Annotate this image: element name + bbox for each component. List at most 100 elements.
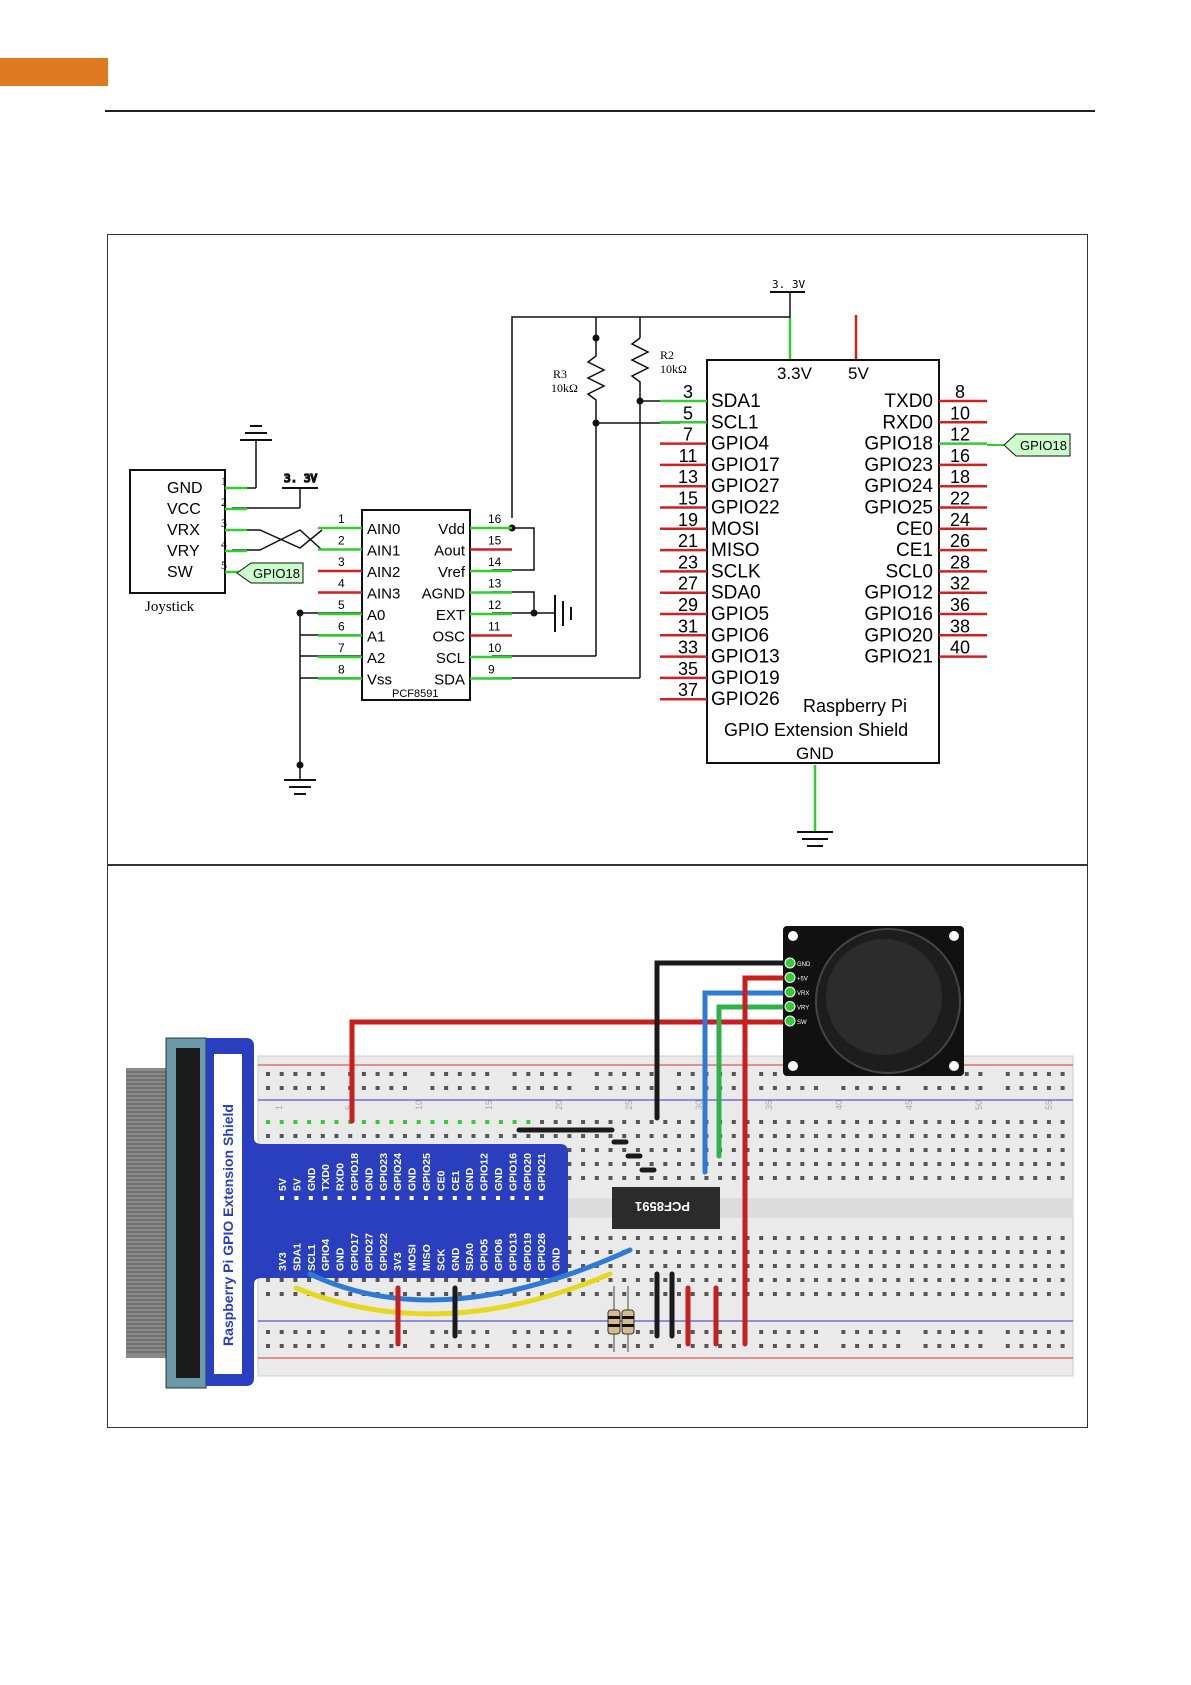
shield-title: Raspberry Pi GPIO Extension Shield: [220, 1104, 236, 1346]
shield-top-pin-hole: [510, 1196, 515, 1200]
breadboard-hole: [649, 1176, 654, 1180]
pcf-right-pin-num: 13: [488, 577, 502, 591]
shield-bottom-pin-label: 3V3: [277, 1252, 289, 1271]
breadboard-hole: [608, 1250, 613, 1254]
breadboard-rail-hole: [772, 1086, 777, 1090]
breadboard-hole: [827, 1162, 832, 1166]
shield-top-pin-hole: [467, 1196, 472, 1200]
shield-bottom-pin-label: GPIO4: [320, 1239, 332, 1271]
breadboard-hole: [581, 1250, 586, 1254]
breadboard-hole: [635, 1148, 640, 1152]
breadboard-rail-hole: [348, 1344, 353, 1348]
pi-title-2: GPIO Extension Shield: [724, 720, 908, 740]
r2-name: R2: [660, 348, 674, 362]
breadboard-hole: [677, 1162, 681, 1166]
breadboard-rail-hole: [882, 1344, 887, 1348]
breadboard-rail-hole: [320, 1330, 325, 1334]
pi-left-pin-num: 29: [678, 595, 698, 615]
breadboard-hole: [882, 1278, 887, 1282]
pi-right-pin-label: GPIO25: [864, 498, 933, 519]
breadboard-hole: [622, 1148, 627, 1152]
pi-gnd-label: GND: [796, 744, 834, 763]
breadboard-hole: [896, 1176, 901, 1180]
breadboard-hole: [553, 1120, 558, 1124]
header-rule: [105, 110, 1095, 112]
breadboard-hole: [992, 1250, 997, 1254]
joystick-module-pin-label: SW: [797, 1020, 807, 1026]
breadboard-rail-hole: [690, 1330, 695, 1334]
breadboard-hole: [951, 1278, 955, 1282]
breadboard-col-number: 50: [974, 1100, 984, 1110]
breadboard-rail-hole: [1005, 1072, 1010, 1076]
breadboard-hole: [608, 1176, 613, 1180]
breadboard-hole: [1005, 1176, 1010, 1180]
breadboard-hole: [786, 1236, 791, 1240]
breadboard-hole: [1033, 1292, 1038, 1296]
shield-bottom-pin-label: SCL1: [306, 1244, 318, 1271]
breadboard-rail-hole: [635, 1344, 640, 1348]
breadboard-hole: [964, 1250, 969, 1254]
breadboard-hole: [389, 1120, 394, 1124]
breadboard-hole: [882, 1134, 887, 1138]
shield-bottom-pin-label: GPIO6: [493, 1239, 505, 1271]
breadboard-rail-hole: [430, 1086, 435, 1090]
breadboard-rail-hole: [375, 1344, 380, 1348]
breadboard-rail-hole: [485, 1344, 490, 1348]
breadboard-hole: [1033, 1278, 1038, 1282]
breadboard-rail-hole: [951, 1330, 955, 1334]
breadboard-hole: [772, 1120, 777, 1124]
breadboard-rail-hole: [361, 1072, 366, 1076]
breadboard-rail-hole: [266, 1344, 270, 1348]
pi-right-pin-num: 28: [950, 552, 970, 572]
breadboard-col-number: 45: [904, 1100, 914, 1110]
breadboard-hole: [1033, 1134, 1038, 1138]
pi-left-pin-label: GPIO4: [711, 434, 770, 455]
breadboard-hole: [896, 1292, 901, 1296]
breadboard-hole: [622, 1264, 627, 1268]
breadboard-hole: [1060, 1162, 1065, 1166]
pi-left-pin-num: 31: [678, 616, 698, 636]
breadboard-rail-hole: [786, 1330, 791, 1334]
breadboard-rail-hole: [677, 1072, 681, 1076]
breadboard-rail-hole: [1046, 1072, 1051, 1076]
breadboard-rail-hole: [759, 1330, 764, 1334]
bb-chip-label: PCF8591: [635, 1199, 690, 1214]
pi-right-pin-label: GPIO20: [864, 625, 933, 646]
breadboard-hole: [677, 1292, 681, 1296]
breadboard-hole: [923, 1176, 928, 1180]
breadboard-hole: [827, 1176, 832, 1180]
breadboard-hole: [731, 1134, 736, 1138]
breadboard-hole: [786, 1134, 791, 1138]
breadboard-hole: [923, 1250, 928, 1254]
breadboard-hole: [526, 1292, 531, 1296]
pi-left-pin-num: 33: [678, 638, 698, 658]
pcf8591-pins: 1AIN02AIN13AIN24AIN35A06A17A28Vss16Vdd15…: [318, 512, 512, 689]
shield-bottom-pin-label: GPIO5: [479, 1239, 491, 1271]
breadboard-hole: [430, 1278, 435, 1282]
breadboard-rail-hole: [677, 1330, 681, 1334]
breadboard-hole: [841, 1292, 846, 1296]
breadboard-rail-hole: [457, 1344, 462, 1348]
breadboard-hole: [937, 1236, 942, 1240]
breadboard-hole: [1019, 1264, 1024, 1268]
breadboard-rail-hole: [1005, 1330, 1010, 1334]
pi-left-pin-label: GPIO5: [711, 604, 769, 625]
breadboard-hole: [430, 1292, 435, 1296]
breadboard-rail-hole: [526, 1086, 531, 1090]
breadboard-rail-hole: [540, 1344, 544, 1348]
breadboard-hole: [663, 1120, 668, 1124]
breadboard-rail-hole: [868, 1330, 873, 1334]
breadboard-hole: [594, 1292, 599, 1296]
breadboard-hole: [896, 1264, 901, 1268]
breadboard-rail-hole: [553, 1330, 558, 1334]
breadboard-hole: [951, 1176, 955, 1180]
pi-right-pin-num: 32: [950, 574, 970, 594]
shield-bottom-pin-label: GND: [335, 1247, 347, 1271]
breadboard-hole: [649, 1148, 654, 1152]
pcf-right-pin-num: 15: [488, 534, 502, 548]
breadboard-rail-hole: [389, 1330, 394, 1334]
pi-gpio18-tag: GPIO18: [987, 433, 1071, 457]
breadboard-hole: [649, 1134, 654, 1138]
breadboard-rail-hole: [375, 1086, 380, 1090]
pcf-left-pin-num: 3: [338, 555, 345, 569]
